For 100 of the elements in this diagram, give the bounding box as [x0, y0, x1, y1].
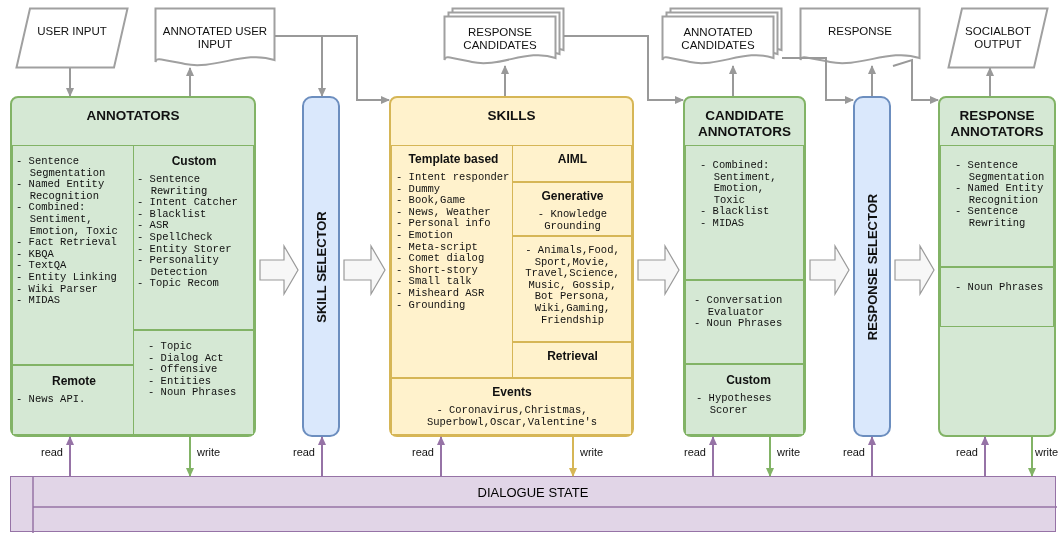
arrow	[781, 57, 854, 104]
arrow	[186, 436, 194, 477]
edge-label: read	[39, 446, 64, 458]
component-list-panel	[512, 236, 632, 342]
arrow	[892, 58, 939, 104]
module-panel	[389, 96, 634, 437]
list-item: - Fact Retrieval	[16, 237, 117, 249]
arrow	[729, 65, 737, 97]
component-list-panel	[685, 364, 804, 435]
arrow	[318, 436, 326, 477]
module-title: CANDIDATE ANNOTATORS	[697, 108, 792, 140]
list-item: - Named Entity Recognition	[955, 183, 1045, 207]
edge-label: read	[954, 446, 979, 458]
list-item: - Sentence Segmentation	[16, 156, 107, 179]
module-panel	[938, 96, 1056, 437]
list-item: - Combined: Sentiment, Emotion, Toxic	[700, 160, 778, 206]
arrow	[709, 436, 717, 477]
block-arrow	[894, 243, 935, 297]
list-item: - Personality Detection	[137, 255, 220, 278]
arrow	[569, 436, 577, 477]
list-item: - Dialog Act	[148, 352, 224, 364]
list-heading: Events	[492, 385, 532, 399]
list-heading: Retrieval	[547, 349, 598, 363]
list-item: - Book,Game	[396, 195, 467, 207]
module-panel	[683, 96, 806, 437]
list-item: - Misheard ASR	[396, 287, 485, 300]
arrow	[501, 65, 509, 97]
node-label: ANNOTATED CANDIDATES	[680, 26, 756, 52]
edge-label: write	[1034, 446, 1060, 458]
component-list-panel	[133, 145, 254, 330]
module-title: RESPONSE ANNOTATORS	[949, 108, 1045, 140]
list-item: - Dummy	[396, 183, 442, 195]
list-item: - Hypotheses Scorer	[696, 393, 773, 417]
list-item: - KBQA	[16, 248, 55, 261]
list-item: - Topic Recom	[137, 278, 219, 290]
list-item: - ASR	[137, 220, 170, 232]
list-item: - Sentence Rewriting	[955, 206, 1027, 230]
selector-label: SKILL SELECTOR	[313, 210, 329, 323]
node-label: RESPONSE CANDIDATES	[462, 26, 538, 52]
arrow	[186, 67, 194, 97]
list-item: - Blacklist	[700, 206, 771, 218]
component-list-panel	[391, 378, 632, 435]
arrow	[66, 436, 74, 477]
list-item: - Entities	[148, 375, 212, 387]
list-heading: Generative	[541, 189, 604, 203]
list-heading: Remote	[52, 374, 96, 388]
component-list-panel	[512, 145, 632, 182]
list-item: - Combined: Sentiment, Emotion, Toxic	[16, 202, 119, 237]
block-arrow	[637, 243, 680, 297]
list-heading: Template based	[408, 152, 499, 166]
list-item: - Knowledge Grounding	[536, 209, 609, 233]
edge-label: read	[291, 446, 316, 458]
edge-label: read	[410, 446, 435, 458]
list-item: - News API.	[16, 394, 86, 406]
component-list-panel	[685, 280, 804, 364]
component-list-panel	[940, 267, 1054, 327]
list-item: - Noun Phrases	[148, 387, 237, 399]
selector-bar	[302, 96, 340, 437]
list-item: - Grounding	[396, 299, 467, 312]
list-item: - Entity Linking	[16, 271, 117, 284]
component-list-panel	[685, 145, 804, 280]
block-arrow	[259, 243, 299, 297]
state-store-bar	[10, 476, 1056, 532]
list-item: - MIDAS	[16, 295, 62, 307]
list-item: - Intent Catcher	[137, 197, 238, 209]
list-item: - Topic	[148, 341, 194, 353]
arrow	[868, 436, 876, 477]
list-item: - Conversation Evaluator	[694, 295, 784, 318]
list-item: - Intent responder	[396, 172, 510, 184]
selector-label: RESPONSE SELECTOR	[864, 193, 880, 340]
module-panel	[10, 96, 256, 437]
list-item: - Short-story	[396, 264, 478, 276]
selector-bar	[853, 96, 891, 437]
edge-label: read	[682, 446, 707, 458]
component-list-panel	[12, 145, 135, 365]
list-item: - Noun Phrases	[694, 318, 783, 330]
list-item: - TextQA	[16, 260, 68, 272]
module-title: SKILLS	[487, 108, 536, 124]
arrow	[986, 67, 994, 97]
arrow	[274, 35, 390, 104]
list-item: - Emotion	[396, 229, 454, 242]
list-item: - Entity Storer	[137, 243, 232, 255]
block-arrow	[343, 243, 386, 297]
edge-label: write	[776, 446, 802, 458]
list-item: - Animals,Food, Sport,Movie, Travel,Science, Music, Gossip, Bot Persona, Wiki,Gaming, Friendship	[524, 245, 621, 327]
component-list-panel	[512, 182, 632, 236]
block-arrow	[809, 243, 850, 297]
component-list-panel	[512, 342, 632, 378]
list-item: - Blacklist	[137, 208, 208, 221]
edge-label: read	[841, 446, 866, 458]
arrow	[563, 35, 684, 104]
arrow	[766, 436, 774, 477]
component-list-panel	[391, 145, 514, 378]
list-item: - Wiki Parser	[16, 283, 98, 296]
node-label: ANNOTATED USER INPUT	[161, 25, 269, 51]
list-item: - MIDAS	[700, 217, 746, 230]
list-item: - Personal info	[396, 218, 491, 230]
list-item: - Coronavirus,Christmas, Superbowl,Oscar,Valentine's	[425, 405, 599, 429]
arrow	[981, 436, 989, 477]
component-list-panel	[133, 330, 254, 435]
